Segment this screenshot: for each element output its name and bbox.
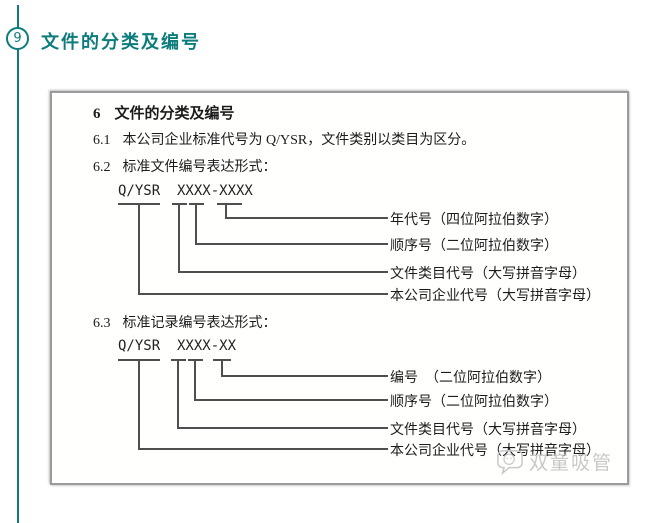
page-title: 文件的分类及编号: [41, 32, 201, 53]
diagram-label: 顺序号（二位阿拉伯数字）: [390, 395, 558, 410]
connector-line: [225, 203, 227, 218]
watermark: 双童吸管: [496, 448, 613, 475]
connector-line: [177, 359, 179, 427]
connector-line: [178, 203, 180, 272]
connector-line: [178, 271, 388, 273]
doc-heading-text: 文件的分类及编号: [114, 106, 235, 122]
code-line: Q/YSR XXXX-XXXX: [118, 183, 253, 199]
code-line: Q/YSR XXXX-XX: [118, 338, 237, 354]
connector-line: [194, 359, 196, 399]
clause-text: 标准文件编号表达形式：: [122, 160, 277, 175]
brand-logo-icon: [496, 449, 524, 475]
diagram-label: 编号 （二位阿拉伯数字）: [390, 371, 551, 386]
clause-number: 6.1: [93, 133, 111, 148]
connector-line: [138, 359, 140, 448]
connector-line: [195, 203, 197, 244]
clause-number: 6.2: [93, 160, 111, 175]
doc-heading: 6 文件的分类及编号: [93, 102, 235, 123]
connector-line: [194, 399, 388, 401]
clause-6-3: 6.3 标准记录编号表达形式：: [93, 312, 277, 332]
diagram-label: 本公司企业代号（大写拼音字母）: [390, 289, 600, 304]
section-number-badge: 9: [6, 27, 29, 50]
watermark-text: 双童吸管: [529, 453, 614, 474]
diagram-label: 文件类目代号（大写拼音字母）: [390, 267, 586, 282]
connector-line: [138, 448, 388, 450]
clause-6-1: 6.1 本公司企业标准代号为 Q/YSR，文件类别以类目为区分。: [93, 129, 475, 149]
diagram-label: 文件类目代号（大写拼音字母）: [390, 423, 586, 438]
numbering-diagram-standard-file: Q/YSR XXXX-XXXX 年代号（四位阿拉伯数字） 顺序号（二位阿拉伯数字…: [52, 181, 627, 306]
section-number: 9: [13, 31, 22, 46]
accent-rail: [17, 5, 19, 523]
clause-number: 6.3: [93, 316, 111, 331]
clause-text: 本公司企业标准代号为 Q/YSR，文件类别以类目为区分。: [122, 133, 476, 148]
clause-text: 标准记录编号表达形式：: [122, 316, 277, 331]
connector-line: [138, 293, 388, 295]
document-scan-frame: 6 文件的分类及编号 6.1 本公司企业标准代号为 Q/YSR，文件类别以类目为区分…: [50, 91, 629, 485]
connector-line: [221, 375, 388, 377]
diagram-label: 顺序号（二位阿拉伯数字）: [390, 239, 558, 254]
diagram-label: 年代号（四位阿拉伯数字）: [390, 213, 558, 228]
connector-line: [195, 243, 388, 245]
doc-heading-number: 6: [93, 106, 101, 122]
clause-6-2: 6.2 标准文件编号表达形式：: [93, 156, 277, 176]
connector-line: [177, 427, 388, 429]
connector-line: [225, 217, 388, 219]
numbering-diagram-standard-record: Q/YSR XXXX-XX 编号 （二位阿拉伯数字） 顺序号（二位阿拉伯数字） …: [52, 335, 627, 462]
diagram-label: 本公司企业代号（大写拼音字母）: [390, 444, 600, 459]
connector-line: [221, 359, 223, 375]
connector-line: [138, 203, 140, 294]
bracket-line: [217, 203, 242, 205]
